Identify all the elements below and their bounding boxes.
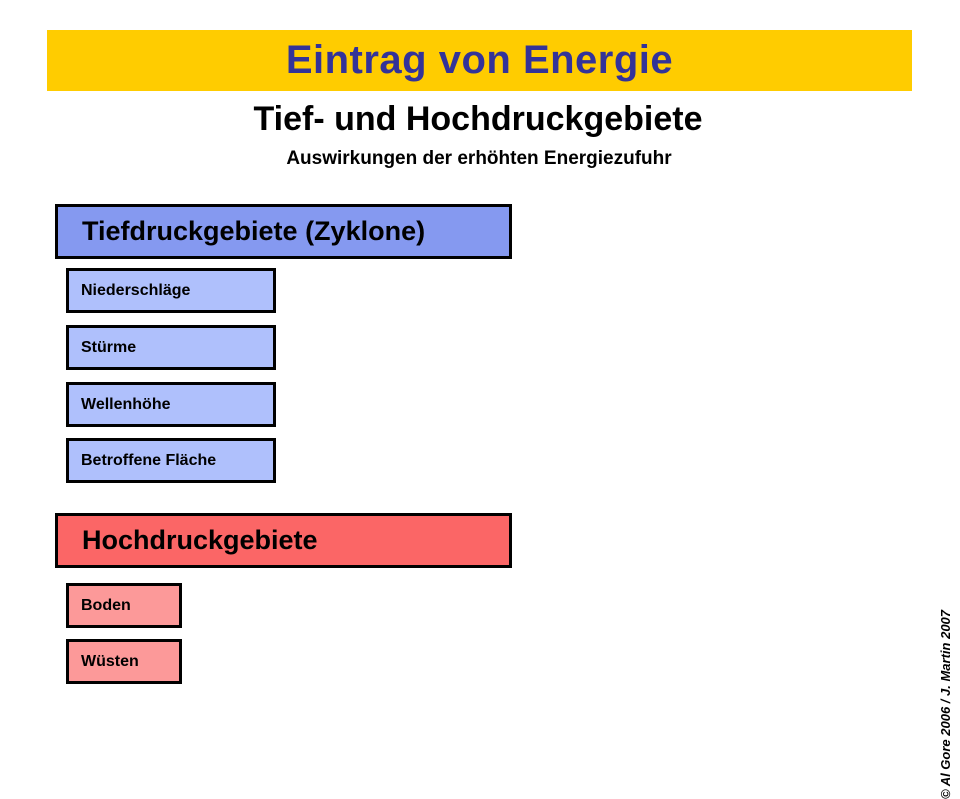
sub-subtitle: Auswirkungen der erhöhten Energiezufuhr — [0, 148, 960, 170]
item-box-wuesten: Wüsten — [66, 639, 182, 684]
item-box-stuerme: Stürme — [66, 325, 276, 370]
item-box-betroffene-flaeche: Betroffene Fläche — [66, 438, 276, 483]
sub-subtitle-text: Auswirkungen der erhöhten Energiezufuhr — [286, 148, 672, 169]
item-label: Niederschläge — [81, 281, 191, 299]
item-box-wellenhoehe: Wellenhöhe — [66, 382, 276, 427]
item-box-niederschlaege: Niederschläge — [66, 268, 276, 313]
group-header-anticyclones: Hochdruckgebiete — [55, 513, 512, 568]
item-label: Wüsten — [81, 652, 139, 670]
item-label: Stürme — [81, 338, 137, 356]
title-banner: Eintrag von Energie — [47, 30, 912, 91]
group-header-anticyclones-label: Hochdruckgebiete — [82, 525, 318, 555]
copyright-text: © Al Gore 2006 / J. Martin 2007 — [937, 609, 953, 799]
group-header-cyclones: Tiefdruckgebiete (Zyklone) — [55, 204, 512, 259]
subtitle: Tief- und Hochdruckgebiete — [0, 100, 960, 139]
item-box-boden: Boden — [66, 583, 182, 628]
item-label: Wellenhöhe — [81, 395, 171, 413]
page-title: Eintrag von Energie — [285, 38, 674, 82]
group-header-cyclones-label: Tiefdruckgebiete (Zyklone) — [82, 216, 426, 246]
copyright-notice: © Al Gore 2006 / J. Martin 2007 — [936, 512, 954, 799]
item-label: Betroffene Fläche — [81, 451, 217, 469]
item-label: Boden — [81, 596, 131, 614]
subtitle-text: Tief- und Hochdruckgebiete — [253, 100, 703, 138]
